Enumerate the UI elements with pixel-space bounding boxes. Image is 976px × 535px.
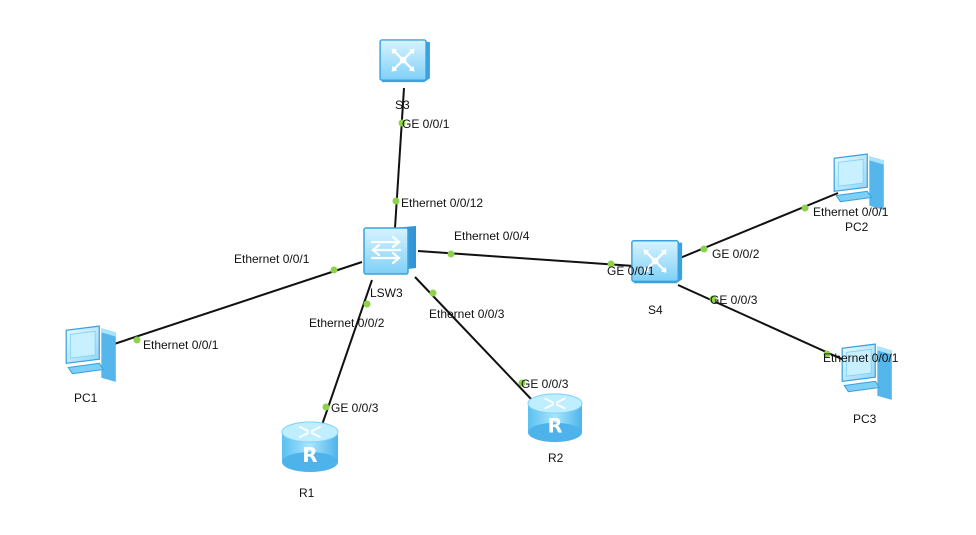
device-name-r1: R1 (299, 486, 315, 500)
port-label-s4-ge002: GE 0/0/2 (712, 247, 760, 261)
port-label-pc2-e001: Ethernet 0/0/1 (813, 205, 889, 219)
port-label-lsw3-e001: Ethernet 0/0/1 (234, 252, 310, 266)
port-dot-s4-ge002 (700, 245, 708, 253)
port-label-s4-ge003: GE 0/0/3 (710, 293, 758, 307)
port-dot-s4-ge001 (607, 260, 615, 268)
port-label-lsw3-e002: Ethernet 0/0/2 (309, 316, 385, 330)
device-names-layer: S3 LSW3 S4 PC1 PC2 PC3 R1 R2 (74, 98, 877, 500)
s3-core-switch-icon[interactable] (378, 38, 432, 84)
port-dot-lsw3-e002 (363, 300, 371, 308)
port-dot-r2-ge003 (518, 379, 526, 387)
port-dot-r1-ge003 (322, 403, 330, 411)
port-label-s4-ge001: GE 0/0/1 (607, 264, 655, 278)
pc2-computer-icon[interactable] (833, 153, 885, 211)
device-name-r2: R2 (548, 451, 564, 465)
port-label-pc1-e001: Ethernet 0/0/1 (143, 338, 219, 352)
port-dots-layer (133, 119, 831, 411)
port-dot-lsw3-e004 (447, 250, 455, 258)
link-lsw3-r2 (414, 276, 533, 401)
port-label-r1-ge003: GE 0/0/3 (331, 401, 379, 415)
port-labels-layer: GE 0/0/1 Ethernet 0/0/12 Ethernet 0/0/1 … (143, 117, 899, 415)
device-name-pc3: PC3 (853, 412, 877, 426)
port-dot-pc3-e001 (823, 350, 831, 358)
device-name-pc2: PC2 (845, 220, 869, 234)
device-name-s4: S4 (648, 303, 663, 317)
port-dot-lsw3-e003 (429, 289, 437, 297)
port-dot-lsw3-e0012 (392, 197, 400, 205)
port-dot-pc2-e001 (801, 204, 809, 212)
port-dot-s3-ge001 (398, 119, 406, 127)
port-dot-pc1-e001 (133, 336, 141, 344)
port-label-pc3-e001: Ethernet 0/0/1 (823, 351, 899, 365)
device-name-lsw3: LSW3 (370, 286, 403, 300)
r1-router-icon[interactable] (281, 421, 339, 473)
pc1-computer-icon[interactable] (65, 325, 117, 383)
port-label-lsw3-e003: Ethernet 0/0/3 (429, 307, 505, 321)
port-label-s3-ge001: GE 0/0/1 (402, 117, 450, 131)
lsw3-switch-icon[interactable] (362, 224, 418, 276)
device-name-s3: S3 (395, 98, 410, 112)
link-lsw3-pc1 (101, 261, 363, 349)
link-s3-lsw3 (394, 87, 405, 229)
r2-router-icon[interactable] (527, 392, 583, 444)
port-label-r2-ge003: GE 0/0/3 (521, 377, 569, 391)
port-dot-lsw3-e001 (330, 266, 338, 274)
port-dot-s4-ge003 (709, 295, 717, 303)
device-name-pc1: PC1 (74, 391, 98, 405)
port-label-lsw3-e004: Ethernet 0/0/4 (454, 229, 530, 243)
port-label-lsw3-e0012: Ethernet 0/0/12 (401, 196, 483, 210)
